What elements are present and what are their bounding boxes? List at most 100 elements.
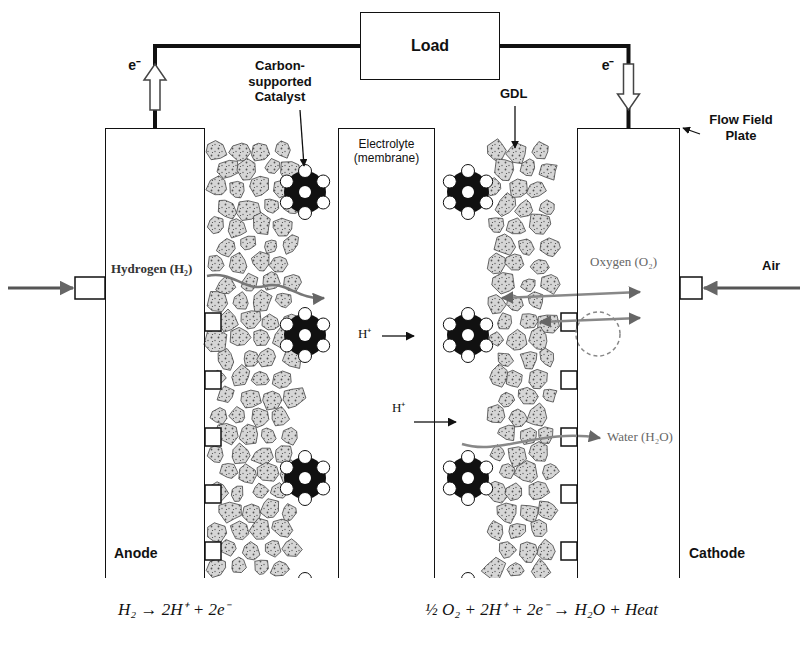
platinum-dot [443, 482, 456, 495]
platinum-dot [480, 318, 493, 331]
platinum-dot [280, 318, 293, 331]
part-name: Flow Field Plate [701, 112, 781, 143]
catalyst-particle [280, 308, 329, 363]
channel-notch [205, 542, 221, 560]
carbon-particle [263, 391, 282, 410]
carbon-particle [241, 273, 258, 291]
carbon-particle [539, 200, 554, 215]
proton-arrow [382, 335, 414, 337]
gas-diffusion-layer [204, 139, 560, 578]
leader-line [514, 106, 515, 148]
carbon-particle [253, 213, 270, 235]
carbon-particle [541, 275, 561, 295]
channel-notch [205, 428, 221, 446]
carbon-particle [239, 424, 257, 444]
carbon-particle [249, 518, 269, 539]
platinum-dot [280, 196, 293, 209]
platinum-dot [443, 318, 456, 331]
carbon-particle [520, 505, 538, 523]
carbon-particle [218, 200, 236, 219]
leader-line [683, 128, 700, 134]
channel-notch [561, 371, 577, 389]
carbon-particle [218, 349, 234, 371]
platinum-dot [280, 339, 293, 352]
carbon-particle [515, 200, 533, 218]
platinum-dot [480, 339, 493, 352]
platinum-dot [299, 451, 312, 464]
carbon-particle [231, 486, 242, 501]
circuit-wire [500, 46, 640, 128]
ion-label: H⁺ [392, 400, 405, 416]
carbon-particle [530, 260, 549, 274]
carbon-particle [531, 558, 550, 578]
oxygen-flow-arrow [502, 292, 640, 298]
carbon-particle [526, 403, 547, 426]
load-box: Load [360, 12, 500, 80]
gas-name: Hydrogen (H₂) [109, 261, 194, 277]
carbon-particle [532, 142, 548, 159]
catalyst-particle [280, 451, 329, 506]
platinum-dot [462, 451, 475, 464]
carbon-particle [537, 539, 555, 560]
part-name: GDL [500, 86, 527, 102]
carbon-particle [253, 290, 272, 312]
carbon-particle [499, 464, 514, 479]
oxygen-flow-arrow [540, 318, 640, 322]
carbon-particle [230, 327, 251, 345]
node-label: Electrolyte (membrane) [339, 129, 434, 166]
carbon-particle [520, 352, 537, 369]
carbon-particle [206, 558, 225, 577]
platinum-dot [299, 165, 312, 178]
platinum-dot [299, 350, 312, 363]
carbon-particle [252, 408, 269, 428]
carbon-particle [216, 239, 235, 258]
carbon-particle [490, 364, 509, 387]
carbon-particle [521, 279, 536, 292]
carbon-particle [529, 482, 550, 500]
carbon-particle [540, 238, 560, 257]
carbon-particle [509, 409, 528, 427]
electron-label: e⁻ [602, 57, 615, 74]
carbon-particle [543, 464, 560, 480]
platinum-dot [443, 461, 456, 474]
carbon-particle [208, 523, 227, 543]
part-name: Carbon-supported Catalyst [238, 58, 322, 105]
carbon-particle [242, 542, 260, 560]
platinum-dot [317, 339, 330, 352]
node-label: Load [411, 36, 449, 55]
platinum-dot [462, 308, 475, 321]
carbon-particle [232, 557, 247, 572]
carbon-particle [481, 557, 505, 578]
carbon-particle [251, 371, 269, 385]
catalyst-particles [280, 165, 492, 579]
carbon-particle [263, 272, 280, 290]
carbon-particle [219, 502, 241, 523]
carbon-particle [275, 141, 290, 158]
plate-ports [75, 277, 702, 560]
carbon-particle [253, 483, 269, 498]
hydrogen-inlet-arrow [8, 287, 73, 290]
carbon-particle [220, 464, 238, 479]
inlet-port [75, 277, 105, 299]
product-name: Water (H₂O) [605, 429, 675, 445]
carbon-particle [540, 348, 554, 367]
carbon-particle [487, 253, 505, 274]
platinum-dot [317, 318, 330, 331]
carbon-particle [272, 407, 290, 426]
carbon-particle [232, 365, 250, 386]
platinum-dot [462, 207, 475, 220]
carbon-particle [529, 442, 547, 462]
air-inlet-arrow [704, 287, 800, 290]
carbon-particle [499, 392, 515, 407]
carbon-particle [229, 252, 247, 273]
carbon-particle [506, 329, 527, 350]
ion-label: H⁺ [358, 326, 371, 342]
carbon-particle [528, 292, 543, 310]
reaction-equation: H₂ → 2H⁺ + 2e⁻ [118, 600, 230, 620]
channel-notch [561, 485, 577, 503]
carbon-particle [543, 389, 557, 402]
carbon-particle [252, 143, 270, 161]
reaction-equation: ½ O₂ + 2H⁺ + 2e⁻ → H₂O + Heat [425, 600, 658, 620]
catalyst-particle [443, 451, 492, 506]
channel-notch [205, 313, 221, 331]
